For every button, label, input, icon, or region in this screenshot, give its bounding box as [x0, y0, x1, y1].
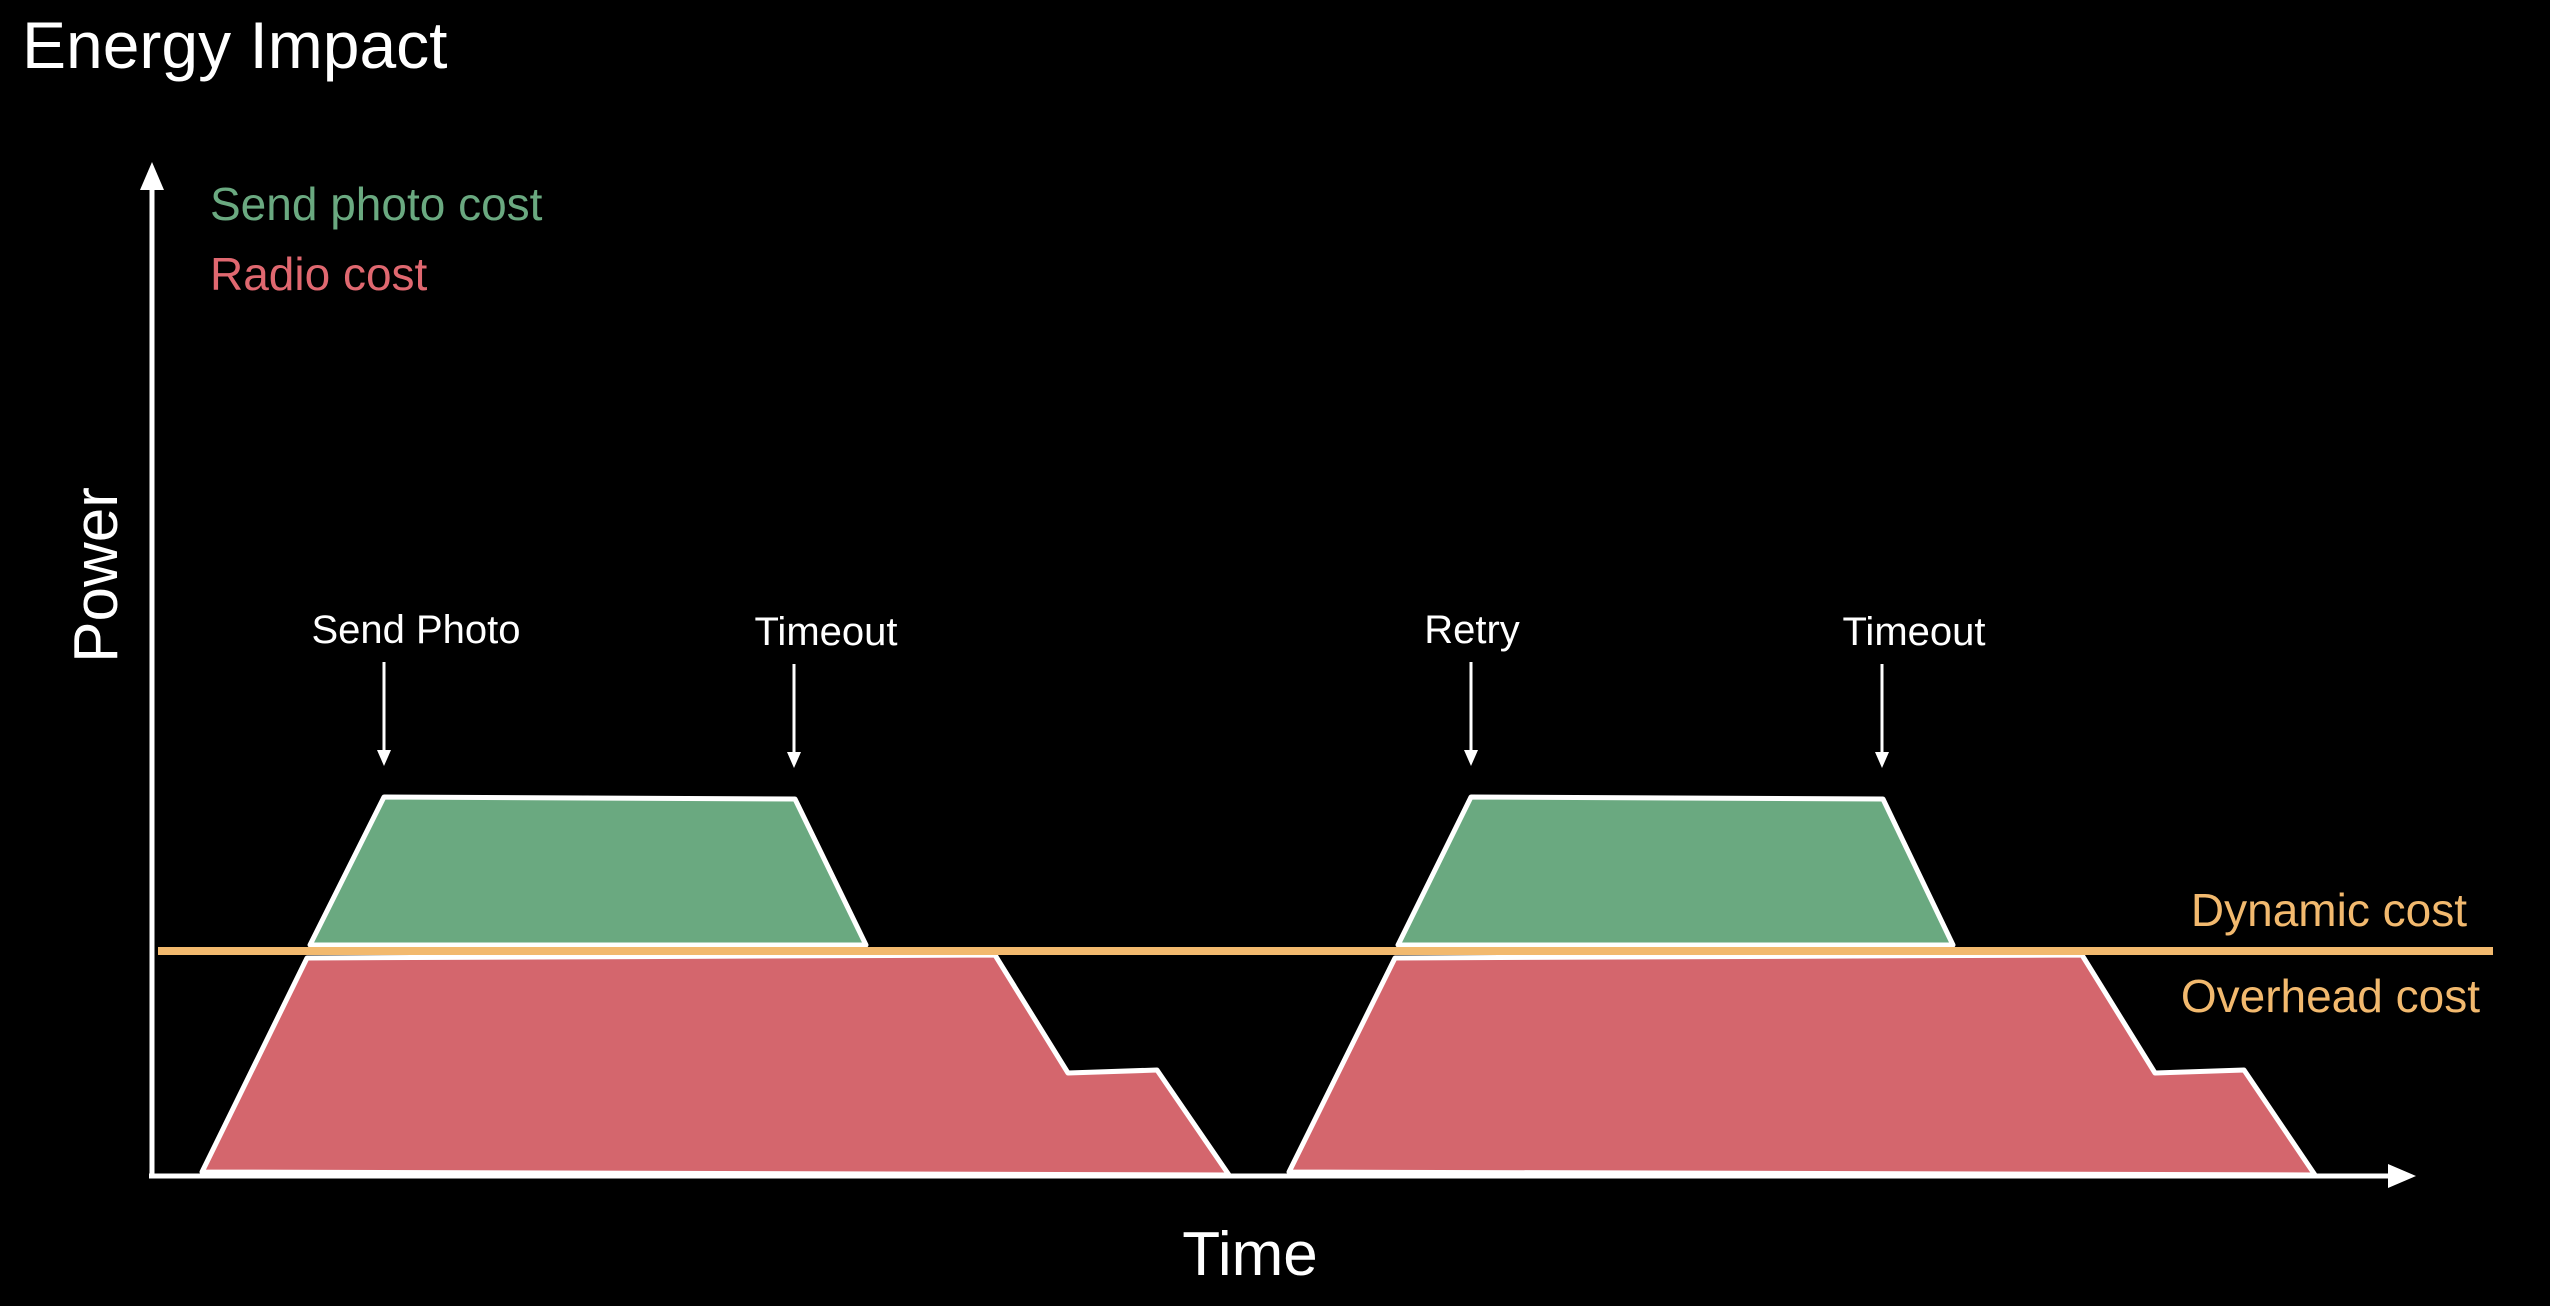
x-axis-label: Time: [1182, 1220, 1317, 1289]
y-axis-label: Power: [62, 487, 131, 663]
y-axis-arrowhead: [140, 162, 164, 190]
event-label-retry: Retry: [1424, 608, 1520, 652]
radio-cost-region-2: [1286, 952, 2318, 1178]
event-arrow-timeout-2: [1875, 664, 1889, 768]
overhead-cost-label: Overhead cost: [2181, 970, 2480, 1022]
radio-cost-region-1: [199, 952, 1232, 1178]
event-label-send-photo: Send Photo: [311, 608, 520, 652]
event-arrow-timeout-1: [787, 664, 801, 768]
dynamic-cost-label: Dynamic cost: [2191, 884, 2467, 936]
event-label-timeout-1: Timeout: [754, 610, 897, 654]
event-arrow-send-photo: [377, 662, 391, 766]
legend-radio-cost: Radio cost: [210, 248, 428, 300]
send-photo-cost-region-2: [1395, 794, 1956, 948]
x-axis-arrowhead: [2388, 1164, 2416, 1188]
event-arrow-retry: [1464, 662, 1478, 766]
legend-send-photo-cost: Send photo cost: [210, 178, 543, 230]
page-title: Energy Impact: [22, 8, 448, 82]
event-label-timeout-2: Timeout: [1842, 610, 1985, 654]
send-photo-cost-region-1: [307, 794, 869, 948]
